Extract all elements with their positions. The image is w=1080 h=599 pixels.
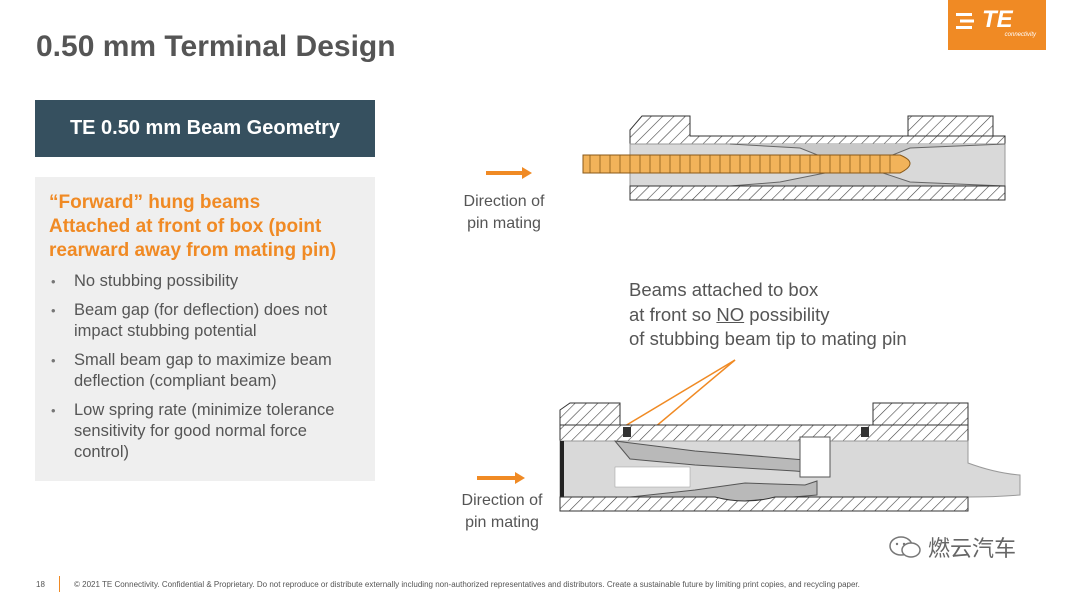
- terminal-diagram-bottom: [559, 359, 1021, 512]
- page-number: 18: [36, 580, 45, 589]
- chat-bubble-icon: [889, 536, 921, 558]
- bullet-item: Small beam gap to maximize beam deflecti…: [49, 350, 363, 392]
- direction-label-bottom: Direction of pin mating: [461, 492, 543, 531]
- panel-header: TE 0.50 mm Beam Geometry: [35, 100, 375, 157]
- te-logo-icon: [956, 13, 974, 29]
- panel-heading-line1: “Forward” hung beams: [49, 192, 261, 213]
- callout-line1: Beams attached to box: [629, 279, 819, 300]
- beam-callout: Beams attached to box at front so NO pos…: [629, 278, 907, 352]
- terminal-diagram-top: [582, 115, 1006, 201]
- callout-line2: at front so NO possibility: [629, 303, 830, 325]
- panel-heading-line2: Attached at front of box (point rearward…: [49, 216, 337, 261]
- te-logo-subtext: connectivity: [1004, 32, 1036, 38]
- footer-text: © 2021 TE Connectivity. Confidential & P…: [74, 580, 860, 589]
- te-logo-text: TE: [982, 6, 1013, 33]
- panel-heading: “Forward” hung beams Attached at front o…: [49, 191, 363, 263]
- callout-line3: of stubbing beam tip to mating pin: [629, 328, 907, 349]
- watermark-text: 燃云汽车: [928, 536, 1017, 561]
- arrow-right-icon: [486, 167, 532, 179]
- bullet-item: Low spring rate (minimize tolerance sens…: [49, 400, 363, 463]
- bullet-item: No stubbing possibility: [49, 271, 363, 292]
- direction-label-top: Direction of pin mating: [463, 193, 545, 232]
- bullet-list: No stubbing possibility Beam gap (for de…: [49, 271, 363, 463]
- watermark: 燃云汽车: [888, 531, 1016, 563]
- te-logo: TE connectivity: [948, 0, 1046, 50]
- footer-divider: [59, 576, 60, 592]
- slide-title: 0.50 mm Terminal Design: [36, 30, 396, 63]
- left-panel: “Forward” hung beams Attached at front o…: [35, 177, 375, 481]
- callout-emphasis: NO: [716, 303, 745, 325]
- arrow-right-icon: [477, 472, 525, 484]
- bullet-item: Beam gap (for deflection) does not impac…: [49, 300, 363, 342]
